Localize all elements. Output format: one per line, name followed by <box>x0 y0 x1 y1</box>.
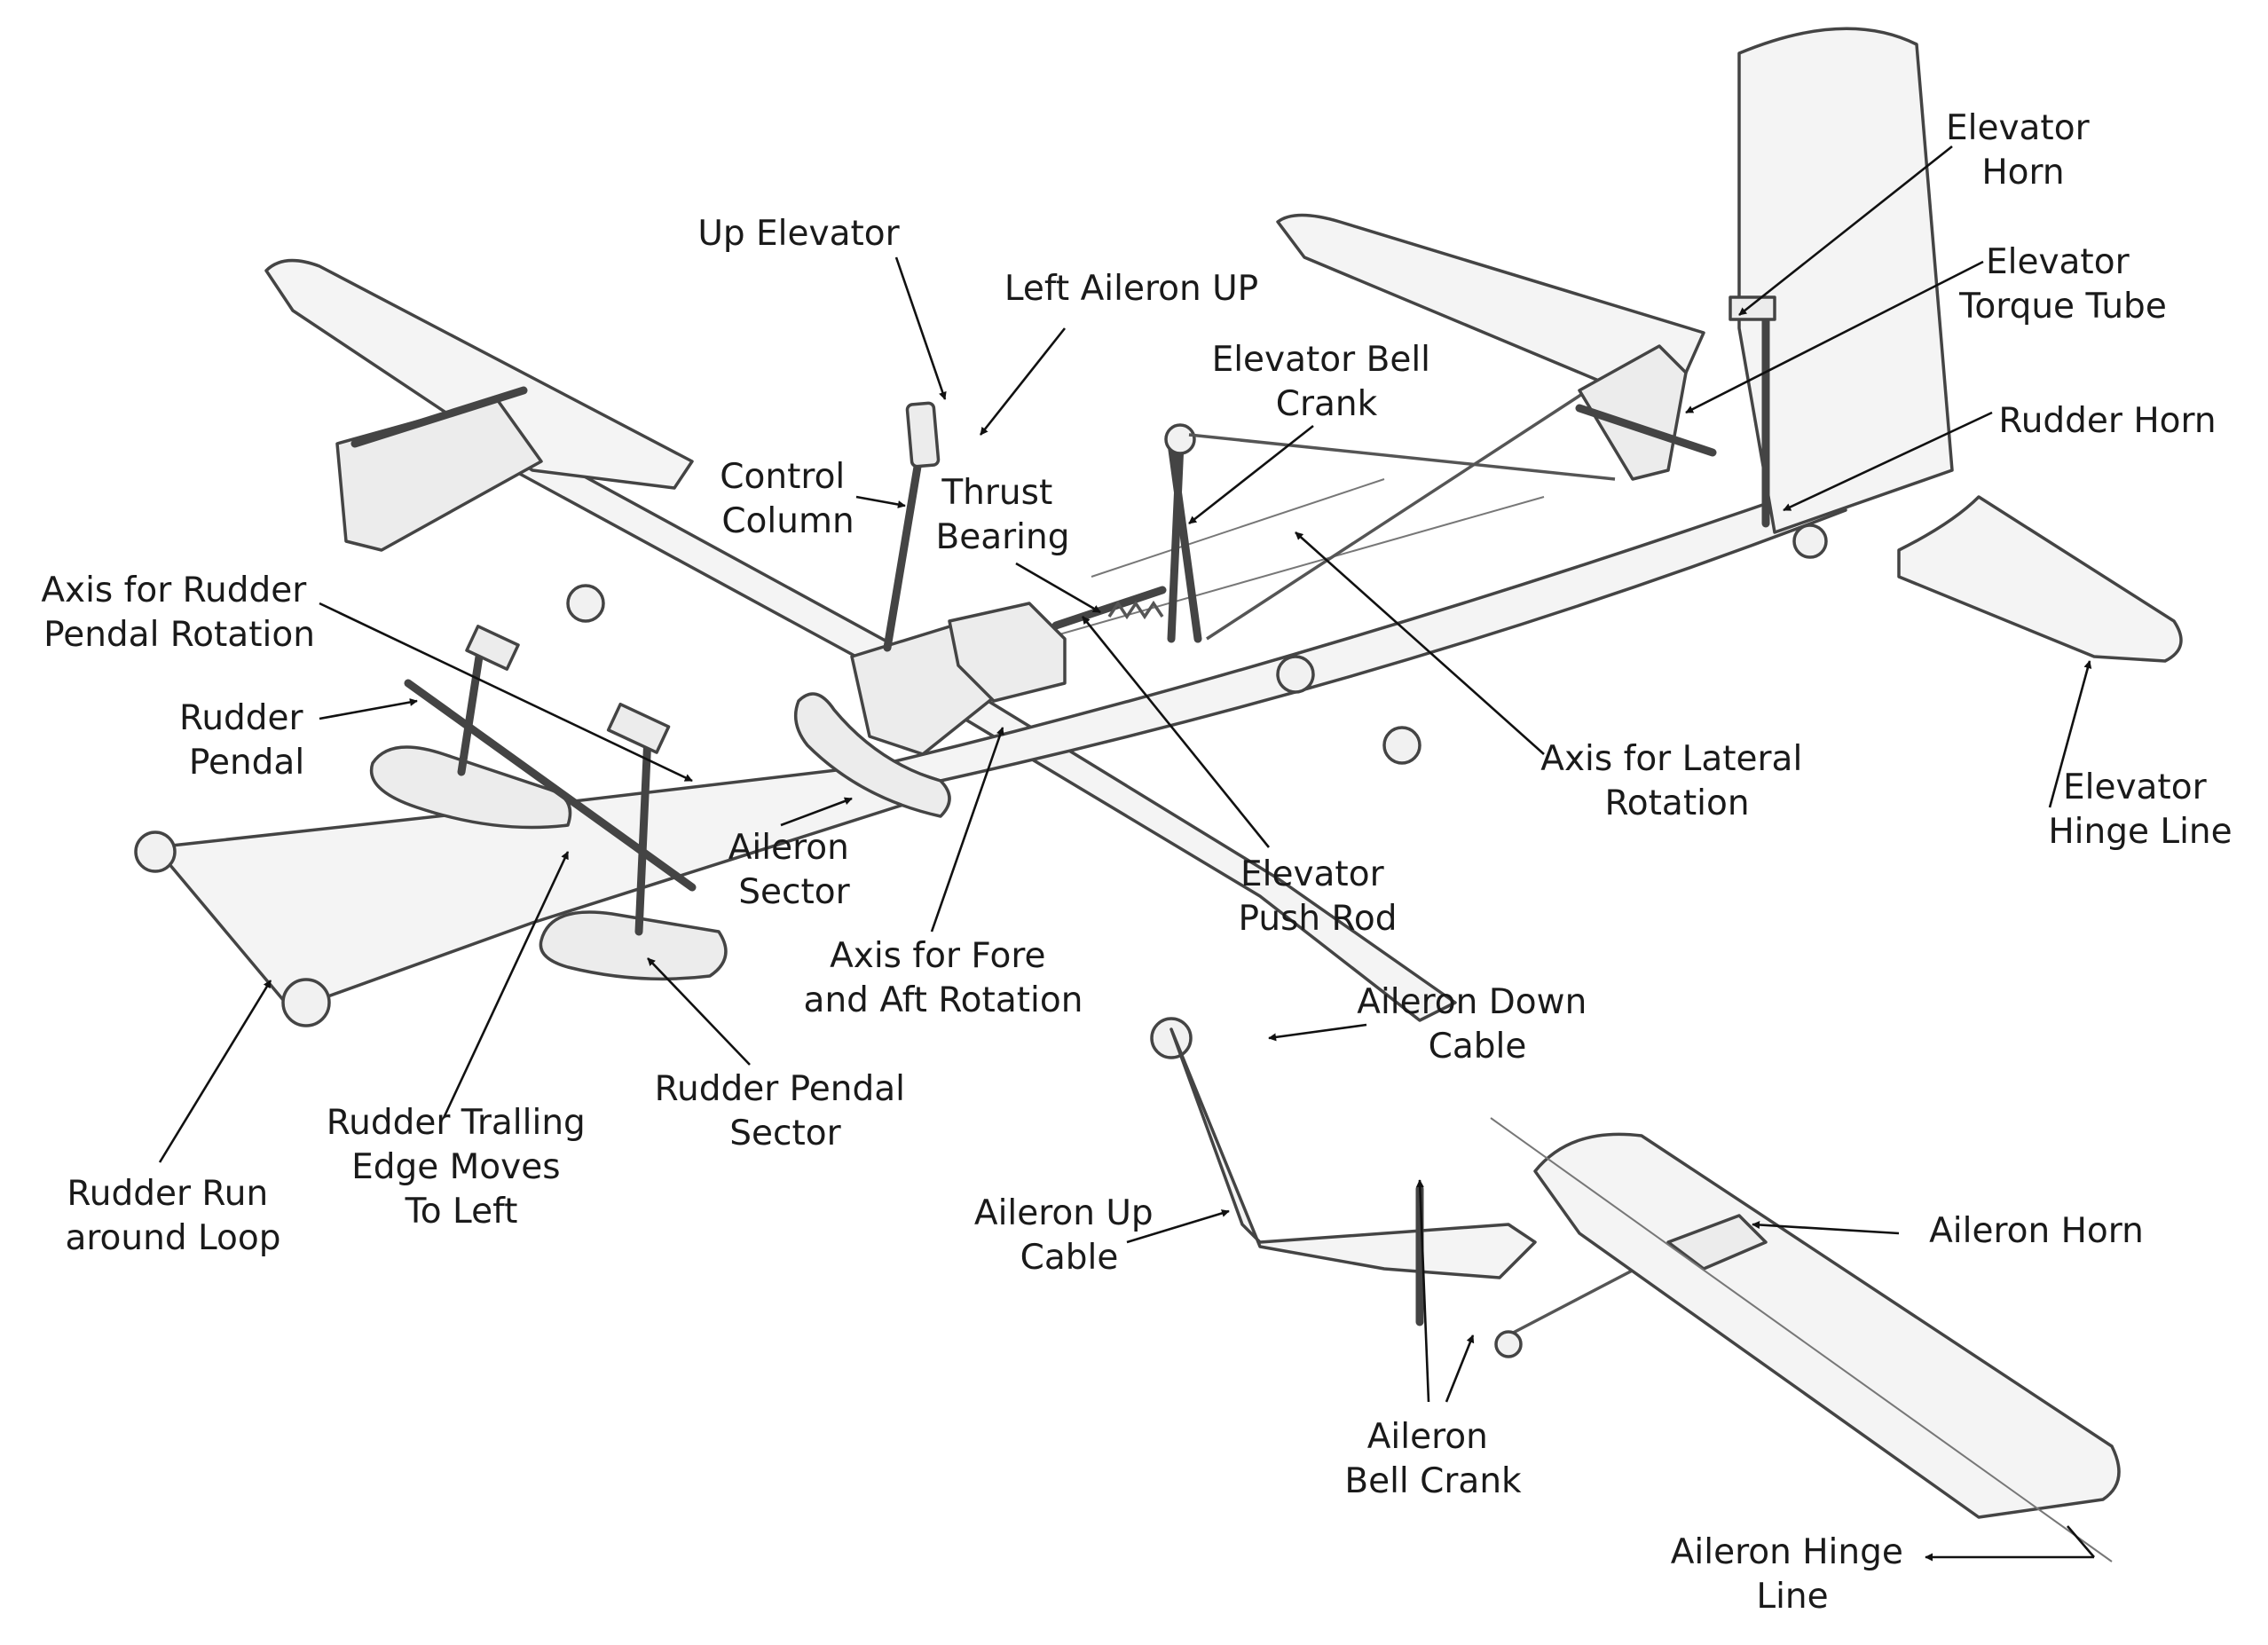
leader-aileron-bell-crank-b <box>1445 1334 1475 1403</box>
elevator-bell-crank-arm <box>1167 439 1202 643</box>
leader-elevator-horn <box>1738 145 1953 317</box>
control-column-grip <box>905 401 941 468</box>
leader-elevator-hinge-line <box>2048 660 2092 808</box>
push-rod-spring <box>1107 600 1164 620</box>
label-rudder-horn: Rudder Horn <box>1998 401 2216 441</box>
rudder-pedal-post-right <box>634 732 652 936</box>
rudder-pulley-forward <box>134 830 177 873</box>
leader-aileron-sector <box>780 797 853 827</box>
pulley-1 <box>566 584 605 623</box>
rudder-pedal-right <box>539 910 728 981</box>
label-rudder-pedal-sector: Rudder Pendal Sector <box>655 1069 917 1153</box>
aileron-horn-bracket <box>1666 1214 1768 1271</box>
leader-elevator-bell-crank <box>1188 424 1314 525</box>
leader-axis-fore-aft <box>930 727 1004 933</box>
upper-left-bellcrank-arm <box>350 386 528 448</box>
label-axis-fore-aft: Axis for Fore and Aft Rotation <box>804 936 1083 1020</box>
label-rudder-run: Rudder Run around Loop <box>65 1174 280 1258</box>
label-left-aileron-up: Left Aileron UP <box>1004 269 1258 309</box>
label-axis-rudder-pedal: Axis for Rudder Pendal Rotation <box>41 571 317 655</box>
label-rudder-trailing-edge: Rudder Tralling Edge Moves To Left <box>327 1103 596 1232</box>
elevator-horn-tab <box>1729 295 1776 321</box>
label-control-column: Control Column <box>720 457 855 541</box>
leader-aileron-hinge-line-tail <box>2067 1525 2095 1558</box>
label-elevator-hinge-line: Elevator Hinge Line <box>2048 767 2232 852</box>
rudder-pedal-left <box>369 745 572 830</box>
label-aileron-sector: Aileron Sector <box>728 828 861 912</box>
label-aileron-bell-crank: Aileron Bell Crank <box>1344 1417 1522 1501</box>
vertical-fin <box>1737 27 1954 534</box>
pulley-2 <box>1276 655 1315 694</box>
leader-rudder-pedal <box>319 698 418 720</box>
rudder-pedal-pivot-right <box>606 702 671 754</box>
pulley-4 <box>1150 1017 1193 1059</box>
lateral-axis-guide <box>1091 478 1385 578</box>
pulley-3 <box>1382 726 1421 765</box>
right-aileron-wing <box>1533 1132 2121 1519</box>
aileron-bell-crank-joint <box>1494 1330 1523 1358</box>
leader-lines <box>158 145 2095 1562</box>
leader-control-column <box>855 495 906 508</box>
rudder-pedal-torque-bar <box>404 679 697 892</box>
aileron-hinge-guide <box>1490 1117 2113 1562</box>
rudder-pedal-post-left <box>457 652 484 776</box>
leader-rudder-horn <box>1783 411 1993 512</box>
elevator-cable-upper <box>1188 433 1616 481</box>
elevator-push-rod <box>1051 586 1167 630</box>
leader-axis-rudder-pedal <box>319 602 693 783</box>
leader-rudder-pedal-sector <box>647 957 751 1066</box>
upper-left-aileron-mount <box>335 397 543 552</box>
upper-left-wing-panel <box>264 258 694 490</box>
leader-rudder-trailing-edge <box>442 851 570 1119</box>
leader-aileron-bell-crank-a <box>1415 1179 1430 1403</box>
leader-aileron-up-cable <box>1126 1209 1230 1244</box>
label-thrust-bearing: Thrust Bearing <box>936 473 1070 557</box>
leader-aileron-down-cable <box>1268 1023 1367 1042</box>
label-aileron-down-cable: Aileron Down Cable <box>1357 982 1597 1066</box>
label-elevator-push-rod: Elevator Push Rod <box>1239 854 1398 939</box>
leader-up-elevator <box>894 256 947 400</box>
thrust-bearing-block <box>948 602 1067 703</box>
lower-wing-cable-triangle <box>1169 1027 1537 1279</box>
leader-elevator-torque-tube <box>1685 260 1984 414</box>
label-elevator-bell-crank: Elevator Bell Crank <box>1212 340 1442 424</box>
elevator-horn-bracket <box>1578 344 1688 481</box>
aileron-sector-rocker <box>793 692 951 818</box>
label-aileron-horn: Aileron Horn <box>1929 1211 2144 1251</box>
control-column-shaft <box>883 430 927 652</box>
elevator-cable-lower <box>1206 371 1616 641</box>
leader-rudder-run <box>158 980 272 1163</box>
label-aileron-hinge-line: Aileron Hinge Line <box>1671 1532 1915 1617</box>
label-up-elevator: Up Elevator <box>697 214 900 254</box>
label-rudder-pedal: Rudder Pendal <box>179 698 314 783</box>
elevator-bell-crank-top <box>1164 423 1196 455</box>
leader-axis-lateral <box>1295 531 1545 755</box>
leader-left-aileron-up <box>979 327 1067 436</box>
leader-thrust-bearing <box>1015 562 1101 614</box>
tail-pulley <box>1792 523 1828 559</box>
rudder-pedal-pivot-left <box>465 625 520 671</box>
elevator-torque-tube <box>1575 404 1717 457</box>
leader-elevator-push-rod <box>1081 616 1271 848</box>
callout-labels: Up Elevator Left Aileron UP Elevator Hor… <box>41 108 2232 1617</box>
rudder-pulley-aft <box>281 978 331 1027</box>
label-aileron-up-cable: Aileron Up Cable <box>974 1193 1164 1278</box>
right-elevator-panel <box>1897 495 2183 663</box>
label-elevator-torque-tube: Elevator Torque Tube <box>1958 242 2167 327</box>
leader-aileron-horn <box>1752 1220 1900 1235</box>
label-axis-lateral: Axis for Lateral Rotation <box>1540 739 1813 823</box>
label-elevator-horn: Elevator Horn <box>1946 108 2100 193</box>
aircraft-illustration <box>134 27 2183 1562</box>
